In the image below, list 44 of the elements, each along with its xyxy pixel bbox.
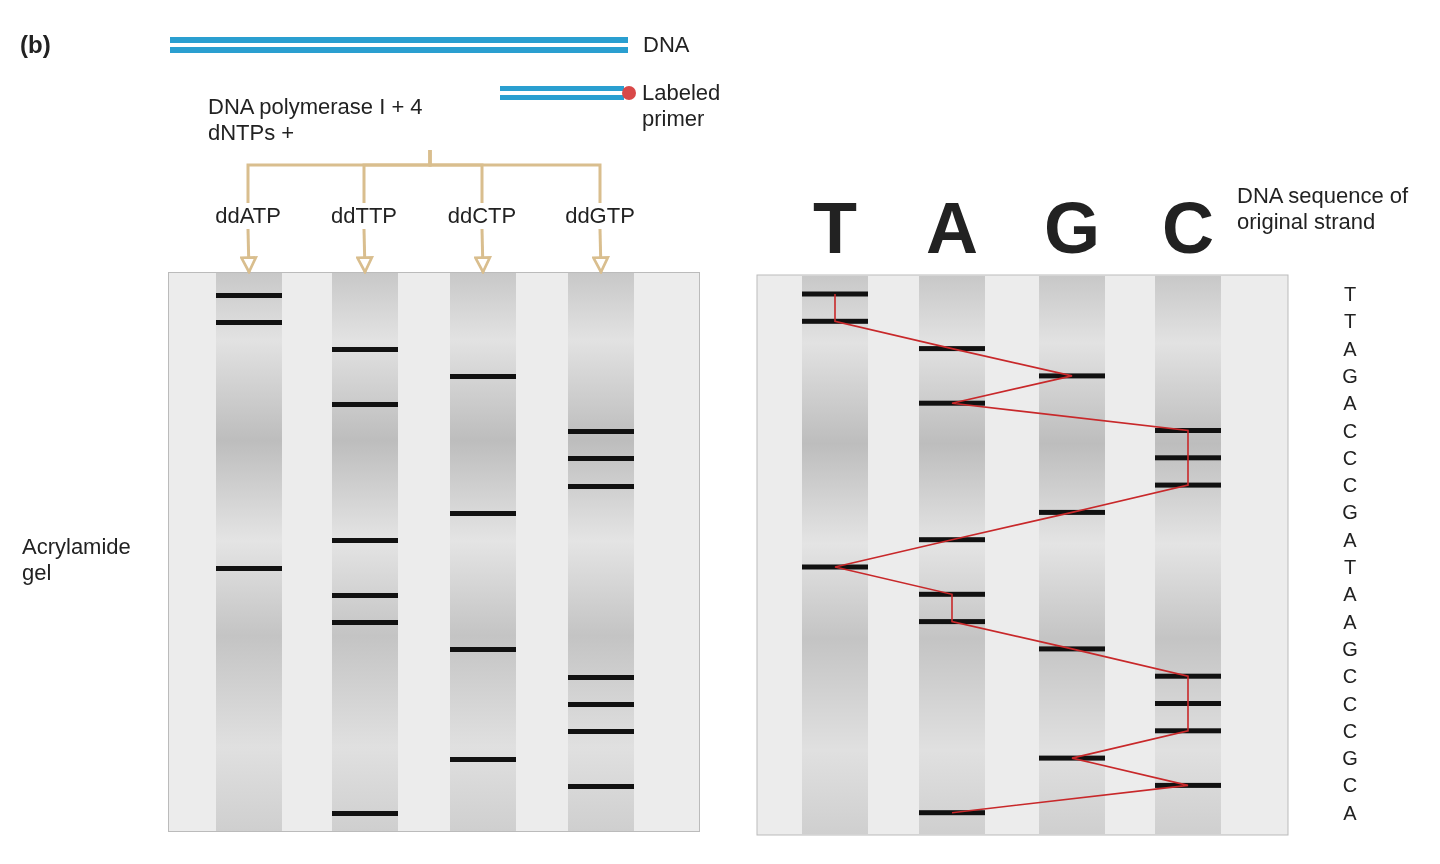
gel-lane (332, 273, 398, 831)
lane-heading: C (1161, 190, 1215, 266)
sequence-letter: C (1341, 718, 1359, 744)
reagent-label: ddGTP (555, 203, 645, 229)
arrow (592, 228, 610, 274)
sequence-letter: C (1341, 445, 1359, 471)
reagent-label: ddTTP (319, 203, 409, 229)
sequence-letter: A (1342, 582, 1358, 608)
arrow (356, 228, 374, 274)
sequence-letter: C (1341, 473, 1359, 499)
gel-lane (568, 273, 634, 831)
connector-line (428, 150, 602, 203)
reagent-label: ddCTP (437, 203, 527, 229)
sequence-letter: C (1341, 664, 1359, 690)
lane-heading: A (925, 190, 979, 266)
sequence-letter: G (1341, 746, 1359, 772)
gel-slab (168, 272, 700, 832)
sequence-letter: T (1342, 282, 1358, 307)
gel-label: Acrylamide gel (22, 534, 132, 586)
arrow (240, 228, 258, 274)
sequence-letter: A (1342, 391, 1358, 417)
primer-label: Labeled primer (642, 80, 722, 132)
dna-label: DNA (643, 32, 690, 58)
arrow (474, 228, 492, 274)
reagent-label: ddATP (203, 203, 293, 229)
sequence-letter: T (1342, 555, 1358, 580)
sequence-letter: A (1342, 527, 1358, 553)
lane-heading: G (1043, 190, 1101, 266)
sequence-letter: A (1342, 336, 1358, 362)
sequence-letter: C (1341, 691, 1359, 717)
sequence-letter: A (1342, 609, 1358, 635)
sequence-letter: G (1341, 363, 1359, 389)
sequence-letter: G (1341, 636, 1359, 662)
gel-lane (216, 273, 282, 831)
sequence-heading: DNA sequence of original strand (1237, 183, 1410, 235)
sequence-letter: T (1342, 309, 1358, 335)
lane-heading: T (812, 190, 858, 266)
gel-lane (450, 273, 516, 831)
reagent-text: DNA polymerase I + 4 dNTPs + (208, 94, 438, 150)
sequence-letter: G (1341, 500, 1359, 526)
sequence-letter: A (1342, 800, 1358, 826)
sequence-letter: C (1341, 773, 1359, 799)
sequence-letter: C (1341, 418, 1359, 444)
panel-letter: (b) (20, 32, 51, 58)
